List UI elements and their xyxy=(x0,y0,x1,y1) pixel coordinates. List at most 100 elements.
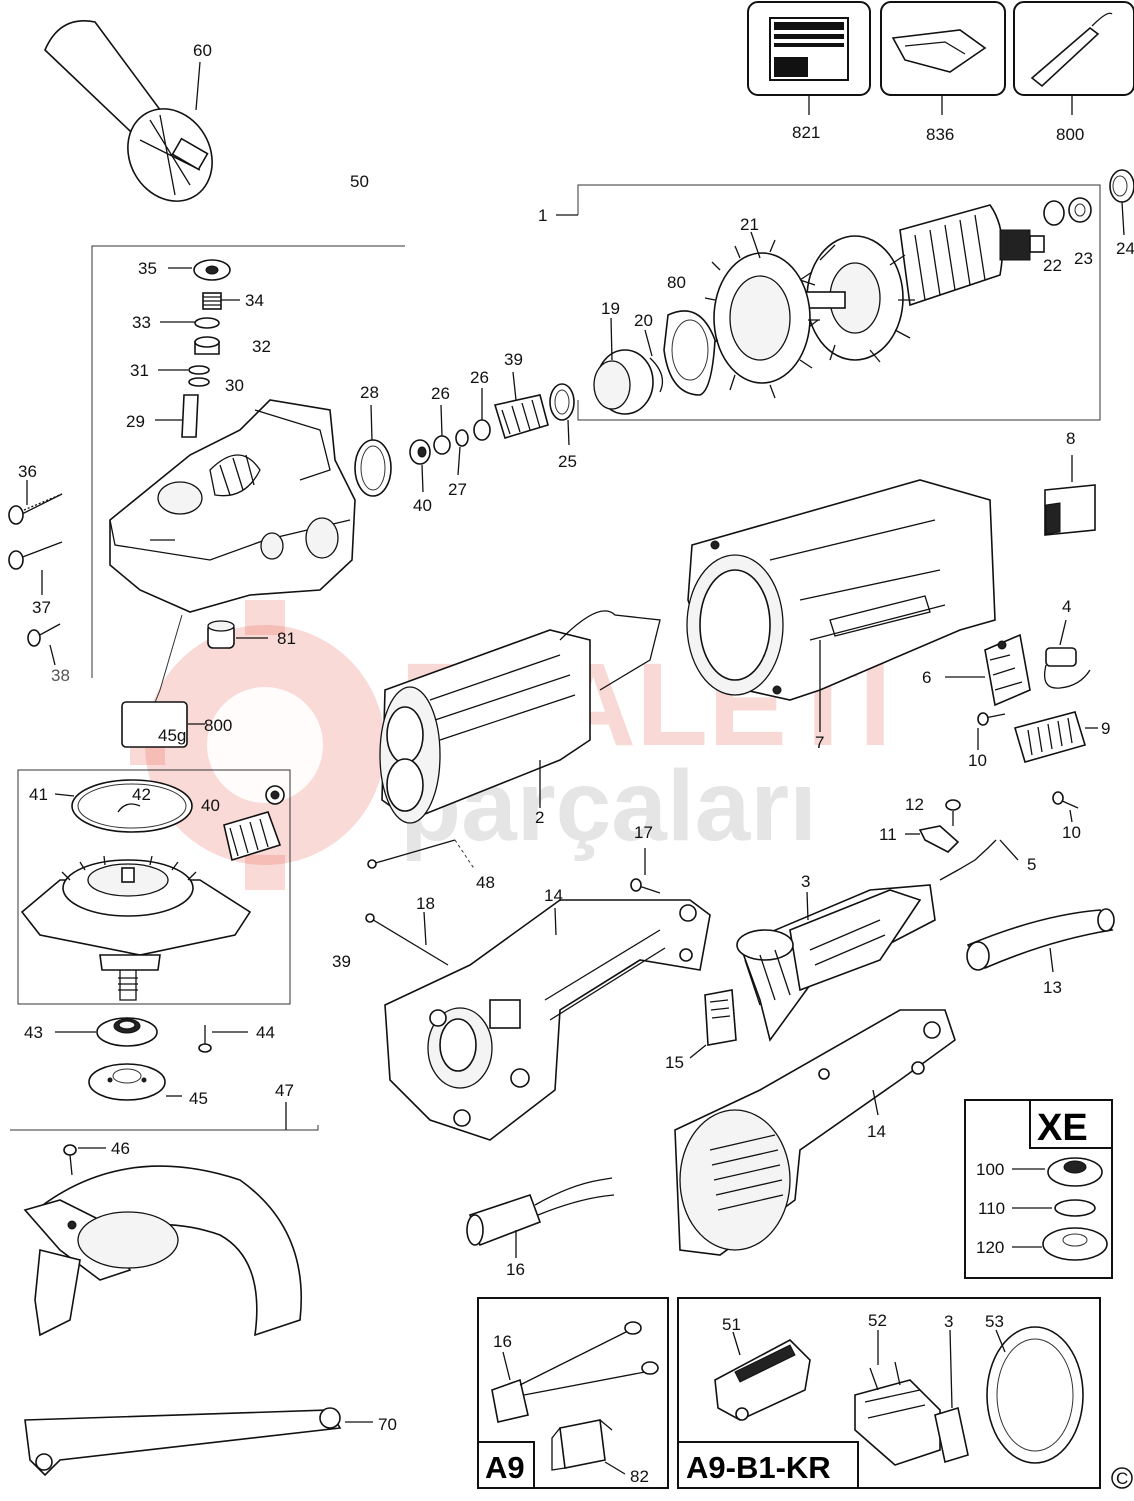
label-39a: 39 xyxy=(504,350,523,369)
badge-a9: A9 xyxy=(485,1450,525,1485)
label-16a: 16 xyxy=(506,1260,525,1279)
label-17: 17 xyxy=(634,823,653,842)
flange-45 xyxy=(88,1063,182,1101)
label-40a: 40 xyxy=(413,496,432,515)
label-50: 50 xyxy=(350,172,369,191)
label-19: 19 xyxy=(601,299,620,318)
side-handle-60 xyxy=(44,20,213,202)
label-800a: 800 xyxy=(1056,125,1084,144)
capacitor-16 xyxy=(466,1177,615,1258)
label-2: 2 xyxy=(535,808,544,827)
label-22: 22 xyxy=(1043,256,1062,275)
spanner-70 xyxy=(24,1407,373,1477)
part-number-labels: 60 50 821 836 800 1 21 22 23 24 80 19 20… xyxy=(18,41,1134,1486)
label-821: 821 xyxy=(792,123,820,142)
label-36: 36 xyxy=(18,462,37,481)
bevel-gear-flange xyxy=(20,855,252,1001)
circlip-20 xyxy=(649,357,664,393)
a9-frame xyxy=(477,1297,669,1489)
top-accessory-boxes xyxy=(747,1,1134,115)
washer-110 xyxy=(1054,1199,1096,1217)
flange-120 xyxy=(1042,1227,1108,1261)
bearing-22 xyxy=(1043,200,1065,226)
label-81: 81 xyxy=(277,629,296,648)
field-2 xyxy=(379,610,661,824)
label-80: 80 xyxy=(667,273,686,292)
armature-rotor xyxy=(799,204,1045,363)
label-25: 25 xyxy=(558,452,577,471)
baffle-80 xyxy=(663,310,716,396)
handle-half-14a xyxy=(384,899,711,1141)
label-120: 120 xyxy=(976,1238,1004,1257)
screw-10a xyxy=(977,712,1006,750)
label-18: 18 xyxy=(416,894,435,913)
label-836: 836 xyxy=(926,125,954,144)
label-4: 4 xyxy=(1062,597,1071,616)
box-836 xyxy=(880,1,1006,96)
badge-a9-b1-kr: A9-B1-KR xyxy=(686,1450,831,1485)
label-10a: 10 xyxy=(968,751,987,770)
screw-46 xyxy=(63,1144,106,1176)
spindle-parts xyxy=(354,371,575,497)
label-8: 8 xyxy=(1066,429,1075,448)
cable-sleeve-13 xyxy=(966,908,1115,973)
circlip-42 xyxy=(117,803,141,813)
pinion-39 xyxy=(493,371,549,439)
label-42: 42 xyxy=(132,785,151,804)
brush-parts xyxy=(905,455,1098,881)
badge-xe: XE xyxy=(1037,1107,1088,1149)
screw-37 xyxy=(8,541,63,595)
label-47: 47 xyxy=(275,1081,294,1100)
switch-3 xyxy=(736,884,936,1042)
label-10b: 10 xyxy=(1062,823,1081,842)
spring-5 xyxy=(939,839,997,881)
a9-b1-kr-kit-box xyxy=(677,1297,1101,1489)
label-29: 29 xyxy=(126,412,145,431)
washer-26a xyxy=(433,435,451,455)
label-21: 21 xyxy=(740,215,759,234)
label-15: 15 xyxy=(665,1053,684,1072)
label-45: 45 xyxy=(189,1089,208,1108)
label-14a: 14 xyxy=(544,886,563,905)
label-26b: 26 xyxy=(470,368,489,387)
washer-26b xyxy=(473,419,491,441)
motor-housing-7 xyxy=(686,479,996,732)
rod-48 xyxy=(367,839,476,871)
label-9: 9 xyxy=(1101,719,1110,738)
label-40b: 40 xyxy=(201,796,220,815)
label-28: 28 xyxy=(360,383,379,402)
label-12: 12 xyxy=(905,795,924,814)
cover-51 xyxy=(714,1331,811,1421)
bearing-23 xyxy=(1068,197,1092,223)
brush-holder-6 xyxy=(945,633,1031,707)
cable-16b xyxy=(491,1321,659,1423)
screw-12 xyxy=(945,799,961,811)
brush-8 xyxy=(1044,455,1096,536)
label-800b: 800 xyxy=(204,716,232,735)
label-34: 34 xyxy=(245,291,264,310)
label-110: 110 xyxy=(978,1199,1005,1218)
label-7: 7 xyxy=(815,733,824,752)
gearbox-assembly-box xyxy=(17,769,291,1005)
screw-44 xyxy=(198,1025,248,1053)
brush-4 xyxy=(1043,619,1091,689)
label-43: 43 xyxy=(24,1023,43,1042)
label-1: 1 xyxy=(538,206,547,225)
switch-3b xyxy=(854,1329,969,1466)
label-3a: 3 xyxy=(801,872,810,891)
label-33: 33 xyxy=(132,313,151,332)
label-26a: 26 xyxy=(431,384,450,403)
gear-40b xyxy=(223,811,282,862)
ring-24 xyxy=(1109,169,1134,203)
label-31: 31 xyxy=(130,361,149,380)
box-800 xyxy=(1013,1,1134,96)
label-48: 48 xyxy=(476,873,495,892)
a9-kit-box xyxy=(477,1297,669,1489)
flange-43 xyxy=(55,1017,158,1047)
label-16b: 16 xyxy=(493,1332,512,1351)
gear-housing-assembly xyxy=(8,245,405,748)
copyright-letter: C xyxy=(1116,1469,1128,1488)
label-44: 44 xyxy=(256,1023,275,1042)
grease-800 xyxy=(121,701,188,748)
handle-half-14b xyxy=(674,1009,956,1256)
